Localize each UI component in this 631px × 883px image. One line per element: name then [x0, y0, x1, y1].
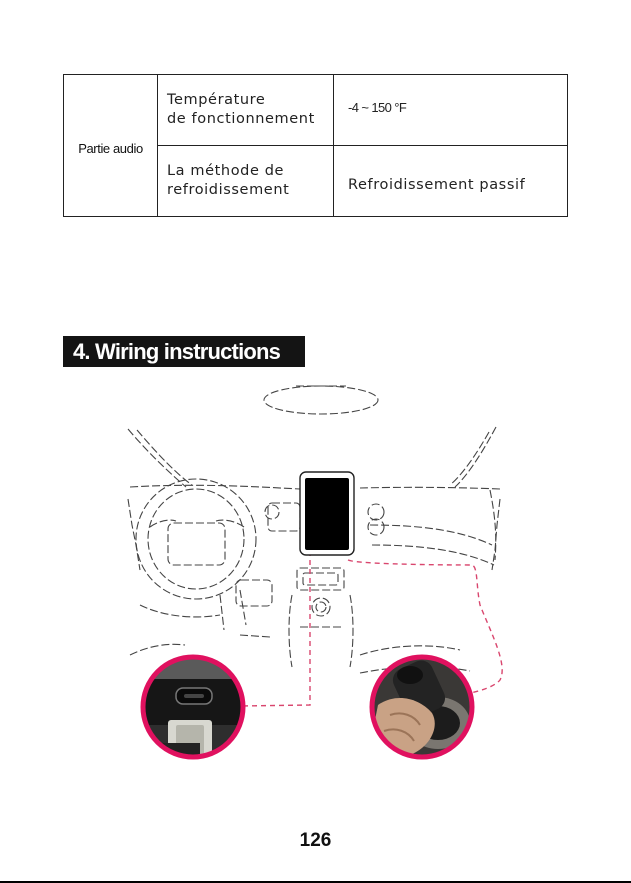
display-device [300, 472, 354, 555]
wiring-illustration [0, 375, 631, 775]
usb-port-closeup [140, 655, 250, 765]
cooling-method-value: Refroidissement passif [334, 146, 568, 217]
car-charger-closeup [370, 655, 480, 765]
spec-table: Partie audio Température de fonctionneme… [63, 74, 568, 217]
label-line: refroidissement [167, 181, 333, 200]
section-heading: 4. Wiring instructions [63, 336, 305, 367]
operating-temperature-label: Température de fonctionnement [158, 75, 334, 146]
cooling-method-label: La méthode de refroidissement [158, 146, 334, 217]
label-line: Température [167, 91, 333, 110]
page-number: 126 [0, 830, 631, 852]
label-line: de fonctionnement [167, 110, 333, 129]
section-label: Partie audio [64, 75, 158, 217]
operating-temperature-value: -4 ~ 150 °F [334, 75, 568, 146]
table-row: Partie audio Température de fonctionneme… [64, 75, 568, 146]
label-line: La méthode de [167, 162, 333, 181]
